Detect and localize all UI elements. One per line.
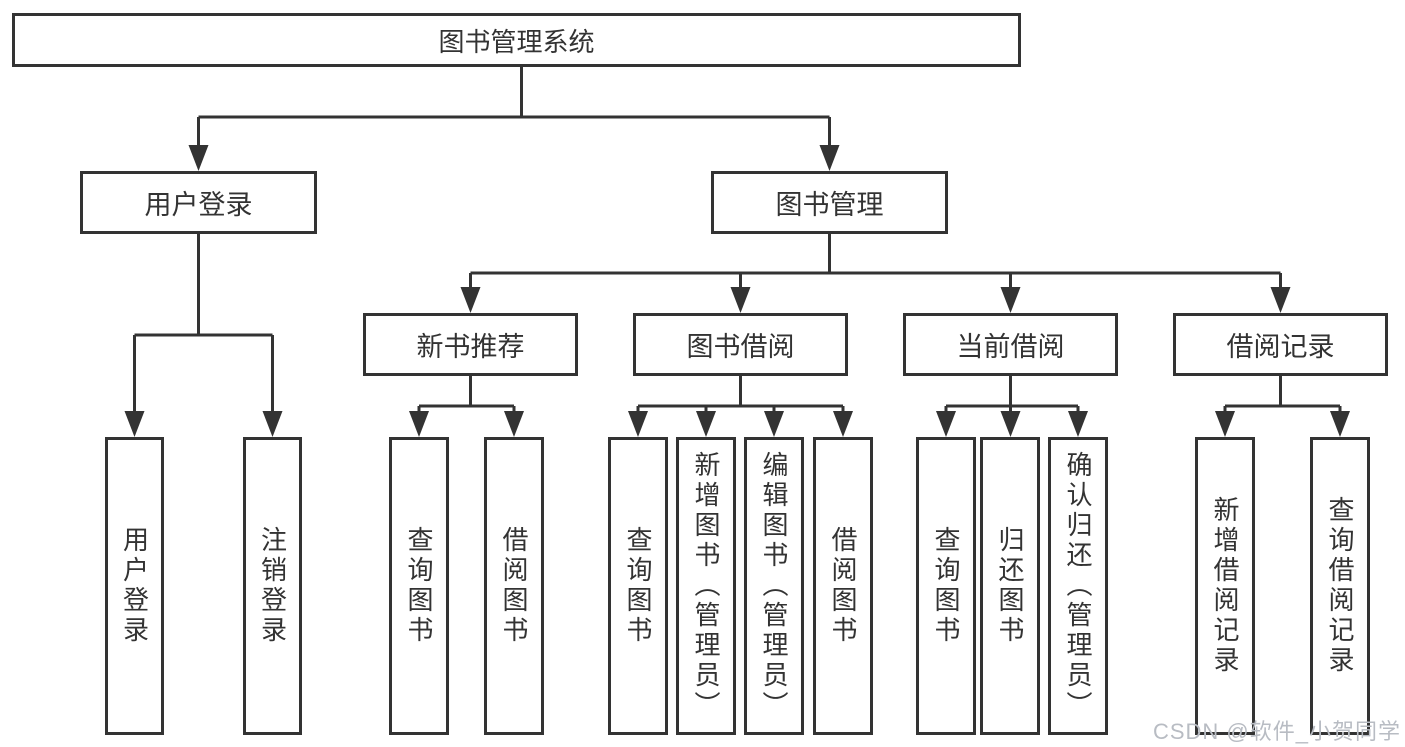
arrow-leaf-g4-1: [936, 411, 956, 437]
csdn-watermark: CSDN @软件_小贺同学: [1152, 719, 1401, 744]
node-new-book-recommend-label: 新书推荐: [416, 332, 525, 362]
leaf-confirm-return-admin: 确认归还（管理员）: [1048, 437, 1108, 735]
leaf-logout-login-label: 注销登录: [257, 526, 288, 646]
leaf-borrow-books-label: 借阅图书: [828, 526, 858, 646]
leaf-edit-books-admin: 编辑图书（管理员）: [744, 437, 804, 735]
leaf-return-books-label: 归还图书: [995, 526, 1025, 646]
leaf-return-books: 归还图书: [980, 437, 1040, 735]
arrow-leaf-g5-1: [1215, 411, 1235, 437]
leaf-add-books-admin: 新增图书（管理员）: [676, 437, 736, 735]
leaf-query-books-current: 查询图书: [916, 437, 976, 735]
leaf-borrow-books-recommend: 借阅图书: [484, 437, 544, 735]
leaf-query-books-borrow-label: 查询图书: [623, 526, 653, 646]
leaf-add-books-admin-label: 新增图书（管理员）: [691, 451, 721, 721]
leaf-query-borrow-record: 查询借阅记录: [1310, 437, 1370, 735]
node-borrow-records: 借阅记录: [1173, 313, 1388, 376]
arrow-leaf-g4-3: [1068, 411, 1088, 437]
node-borrow-records-label: 借阅记录: [1226, 332, 1335, 362]
leaf-query-books-recommend-label: 查询图书: [404, 526, 434, 646]
leaf-query-books-recommend: 查询图书: [389, 437, 449, 735]
connector-new-books-split: [417, 376, 516, 413]
leaf-edit-books-admin-label: 编辑图书（管理员）: [759, 451, 789, 721]
leaf-borrow-books-recommend-label: 借阅图书: [499, 526, 529, 646]
leaf-add-borrow-record: 新增借阅记录: [1195, 437, 1255, 735]
node-book-borrow: 图书借阅: [633, 313, 848, 376]
node-root: 图书管理系统: [12, 13, 1021, 67]
arrow-book-mgmt: [819, 145, 840, 171]
node-new-book-recommend: 新书推荐: [363, 313, 578, 376]
arrow-leaf-g3-2: [696, 411, 716, 437]
node-user-login-label: 用户登录: [144, 190, 253, 220]
node-book-management-label: 图书管理: [775, 190, 884, 220]
arrow-leaf-g3-3: [764, 411, 784, 437]
connector-user-login-split: [133, 234, 274, 413]
node-user-login: 用户登录: [80, 171, 317, 234]
connector-current-borrow-split: [944, 376, 1080, 413]
leaf-query-books-borrow: 查询图书: [608, 437, 668, 735]
arrow-user-login: [188, 145, 209, 171]
leaf-confirm-return-admin-label: 确认归还（管理员）: [1063, 451, 1093, 721]
leaf-query-borrow-record-label: 查询借阅记录: [1325, 496, 1355, 676]
node-book-management: 图书管理: [711, 171, 948, 234]
connector-root-split: [197, 67, 831, 147]
leaf-query-books-current-label: 查询图书: [931, 526, 961, 646]
arrow-leaf-g4-2: [1000, 411, 1021, 437]
arrow-leaf-user-login: [124, 411, 145, 437]
arrow-leaf-g5-2: [1330, 411, 1350, 437]
arrow-new-books: [460, 287, 481, 313]
arrow-book-borrow: [730, 287, 751, 313]
node-root-label: 图书管理系统: [438, 26, 595, 57]
connector-book-borrow-split: [636, 376, 845, 413]
arrow-leaf-g3-1: [628, 411, 648, 437]
arrow-leaf-g3-4: [833, 411, 853, 437]
arrow-leaf-logout: [262, 411, 283, 437]
node-current-borrow: 当前借阅: [903, 313, 1118, 376]
leaf-user-login: 用户登录: [105, 437, 164, 735]
leaf-borrow-books: 借阅图书: [813, 437, 873, 735]
leaf-user-login-label: 用户登录: [119, 526, 150, 646]
connector-borrow-records-split: [1223, 376, 1342, 413]
arrow-leaf-g2-2: [504, 411, 524, 437]
arrow-current-borrow: [1000, 287, 1021, 313]
connector-book-mgmt-bus: [469, 234, 1282, 289]
leaf-logout-login: 注销登录: [243, 437, 302, 735]
node-book-borrow-label: 图书借阅: [686, 332, 795, 362]
arrow-leaf-g2-1: [409, 411, 429, 437]
arrow-borrow-records: [1270, 287, 1291, 313]
node-current-borrow-label: 当前借阅: [956, 332, 1065, 362]
leaf-add-borrow-record-label: 新增借阅记录: [1210, 496, 1240, 676]
arrowheads: [124, 145, 1350, 437]
